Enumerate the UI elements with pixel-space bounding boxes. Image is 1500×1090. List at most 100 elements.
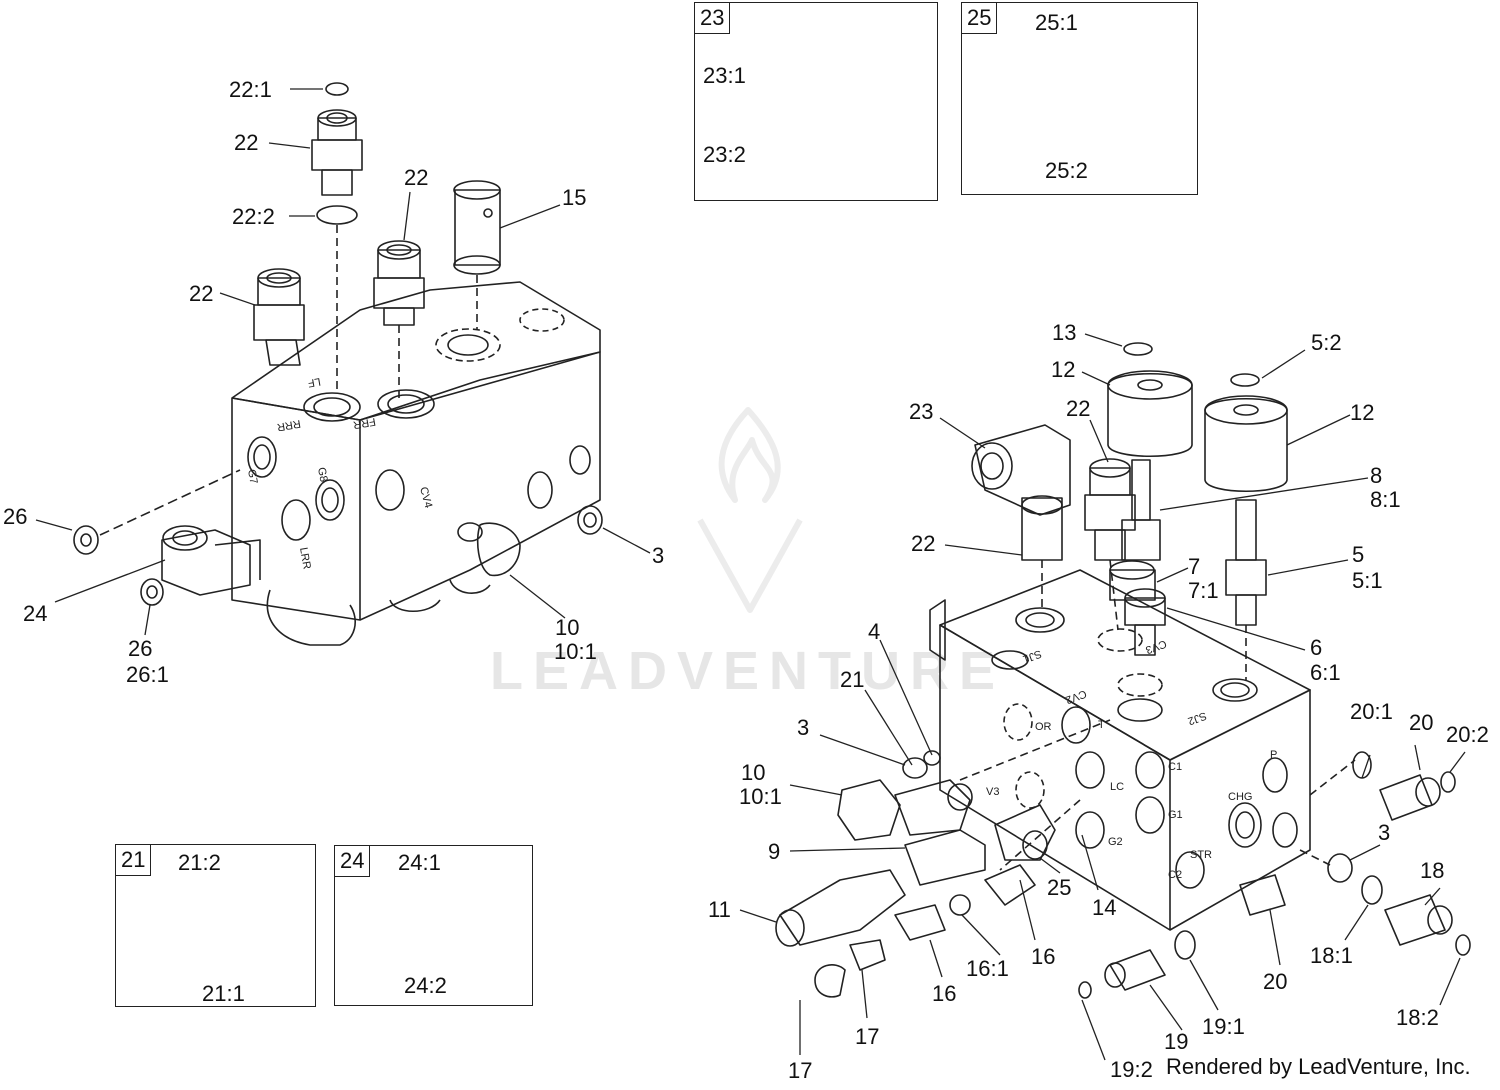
right-fitting-22 xyxy=(1084,458,1136,631)
inset-box-23: 23 xyxy=(694,2,938,201)
callout-left: 22:1 xyxy=(229,77,272,102)
callout-left: 10 xyxy=(555,615,580,640)
callout-right: 19:2 xyxy=(1110,1057,1153,1082)
port-mark: FRR xyxy=(352,415,376,431)
port-mark: LC xyxy=(1110,781,1124,793)
callout-right: 11 xyxy=(708,897,731,922)
inset-box-21: 21 xyxy=(115,844,316,1007)
callout-right: 18:2 xyxy=(1396,1005,1439,1030)
inset-box-25: 25 xyxy=(961,2,1198,195)
callout-right: 22 xyxy=(1066,396,1091,421)
callout-right: 16 xyxy=(932,981,957,1006)
callout-left: 22 xyxy=(404,165,429,190)
callout-right: 5:1 xyxy=(1352,568,1383,593)
callout-left: 26 xyxy=(128,636,153,661)
left-plug-26 xyxy=(73,469,241,606)
callout-right: 4 xyxy=(868,619,881,644)
right-side-fittings xyxy=(1078,751,1471,999)
callout-right: 16 xyxy=(1031,944,1056,969)
callout-right: 25 xyxy=(1047,875,1072,900)
right-front-fittings xyxy=(775,719,1111,998)
right-coil-12-left xyxy=(1107,342,1193,457)
callout-right: 12 xyxy=(1051,357,1076,382)
callout-right: 5:2 xyxy=(1311,330,1342,355)
callout-21-2: 21:2 xyxy=(178,850,221,875)
credit-text: Rendered by LeadVenture, Inc. xyxy=(1166,1054,1471,1079)
inset-tag-25: 25 xyxy=(962,3,998,34)
watermark-logo-icon xyxy=(697,407,803,613)
callout-left: 26:1 xyxy=(126,662,169,687)
watermark-text: LEADVENTURE xyxy=(490,641,1006,701)
callout-right: 12 xyxy=(1350,400,1375,425)
left-leader-lines xyxy=(35,88,651,636)
left-elbow-24 xyxy=(161,525,261,596)
callout-right: 17 xyxy=(855,1024,880,1049)
callout-right: 7:1 xyxy=(1188,578,1219,603)
port-mark: RRR xyxy=(276,417,302,433)
callout-left: 3 xyxy=(652,543,665,568)
inset-tag-23: 23 xyxy=(695,3,731,34)
right-cartridge-8 xyxy=(1121,459,1161,561)
callout-left: 10:1 xyxy=(554,639,597,664)
callout-left: 22 xyxy=(189,281,214,306)
left-valve-block xyxy=(231,281,601,646)
callout-right: 18:1 xyxy=(1310,943,1353,968)
right-plugs-7-6 xyxy=(1109,560,1166,656)
callout-right: 10 xyxy=(741,760,766,785)
callout-right: 13 xyxy=(1052,320,1077,345)
callout-right: 6 xyxy=(1310,635,1323,660)
callout-left: 22:2 xyxy=(232,204,275,229)
callout-right: 19 xyxy=(1164,1029,1189,1054)
callout-right: 20:2 xyxy=(1446,722,1489,747)
port-mark: T xyxy=(1098,719,1105,731)
port-mark: CV3 xyxy=(1144,637,1168,656)
callout-right: 10:1 xyxy=(739,784,782,809)
callout-23-2: 23:2 xyxy=(703,142,746,167)
right-valve-block xyxy=(929,569,1311,931)
callout-right: 8:1 xyxy=(1370,487,1401,512)
callout-left: 26 xyxy=(3,504,28,529)
left-fitting-22-right xyxy=(373,240,425,400)
port-mark: V3 xyxy=(986,786,999,798)
callout-25-2: 25:2 xyxy=(1045,158,1088,183)
callout-right: 22 xyxy=(911,531,936,556)
port-mark: C1 xyxy=(1168,761,1182,773)
callout-right: 20:1 xyxy=(1350,699,1393,724)
callout-left: 15 xyxy=(562,185,587,210)
callout-right: 14 xyxy=(1092,895,1117,920)
port-mark: G8 xyxy=(315,466,329,483)
callout-24-2: 24:2 xyxy=(404,973,447,998)
right-cartridge-5 xyxy=(1225,499,1267,680)
left-fitting-10 xyxy=(457,505,603,577)
port-mark: OR xyxy=(1035,721,1052,733)
callout-right: 3 xyxy=(797,715,810,740)
port-mark: SJ2 xyxy=(1186,709,1208,727)
callout-24-1: 24:1 xyxy=(398,850,441,875)
callout-right: 19:1 xyxy=(1202,1014,1245,1039)
callout-right: 5 xyxy=(1352,542,1365,567)
inset-box-24: 24 xyxy=(334,845,533,1006)
right-elbow-23 xyxy=(971,424,1071,610)
callout-right: 17 xyxy=(788,1058,813,1083)
port-mark: CV4 xyxy=(417,486,434,510)
port-mark: SJ1 xyxy=(1021,647,1043,665)
port-mark: CHG xyxy=(1228,791,1252,803)
callout-right: 8 xyxy=(1370,463,1383,488)
callout-right: 6:1 xyxy=(1310,660,1341,685)
inset-tag-24: 24 xyxy=(335,846,371,877)
right-coil-12-right xyxy=(1204,373,1288,492)
left-fitting-22-mid xyxy=(253,268,305,366)
callout-right: 21 xyxy=(840,667,865,692)
port-mark: STR xyxy=(1190,849,1212,861)
callout-right: 9 xyxy=(768,839,781,864)
port-mark: LRR xyxy=(297,546,313,570)
port-mark: C2 xyxy=(1168,869,1182,881)
left-sleeve-15 xyxy=(453,180,501,330)
callout-right: 7 xyxy=(1188,554,1201,579)
callout-25-1: 25:1 xyxy=(1035,10,1078,35)
callout-left: 24 xyxy=(23,601,48,626)
port-mark: G1 xyxy=(1168,809,1183,821)
right-leader-lines xyxy=(739,333,1466,1061)
